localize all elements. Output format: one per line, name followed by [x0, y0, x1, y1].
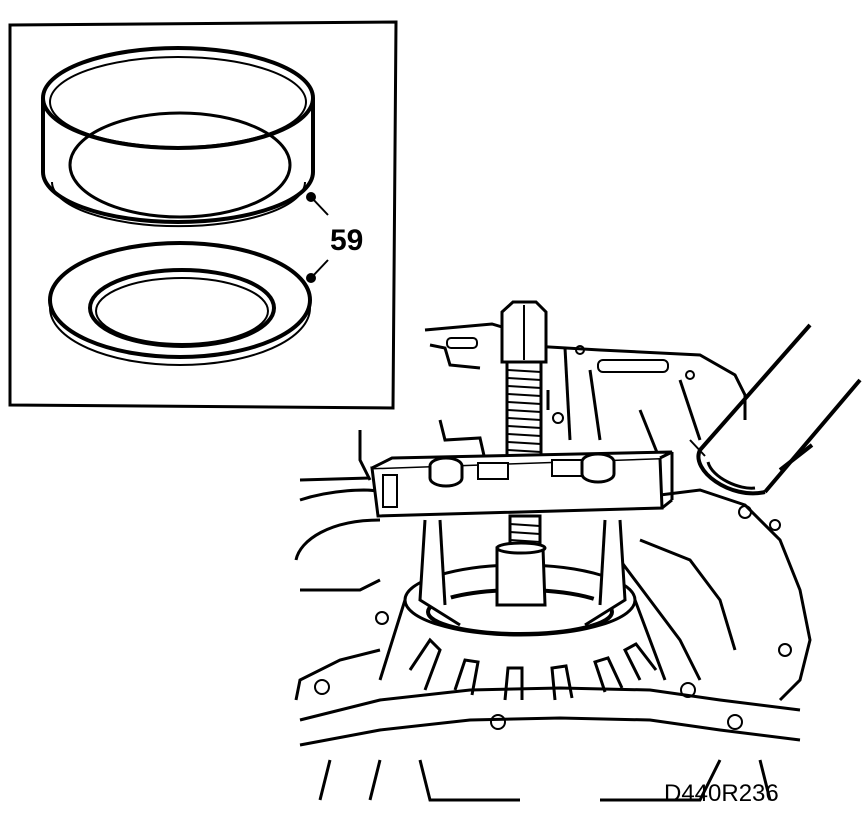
- part-number-label: 59: [330, 224, 363, 257]
- drift-tool: [689, 323, 862, 496]
- inset-detail-box: 59: [8, 20, 398, 410]
- bearing-cup: [41, 46, 315, 228]
- gearbox-housing: [294, 322, 812, 802]
- bearing-puller: [370, 300, 674, 627]
- figure-code: D440R236: [664, 780, 779, 807]
- shim-ring: [48, 241, 312, 366]
- callout-leaders: [306, 192, 329, 283]
